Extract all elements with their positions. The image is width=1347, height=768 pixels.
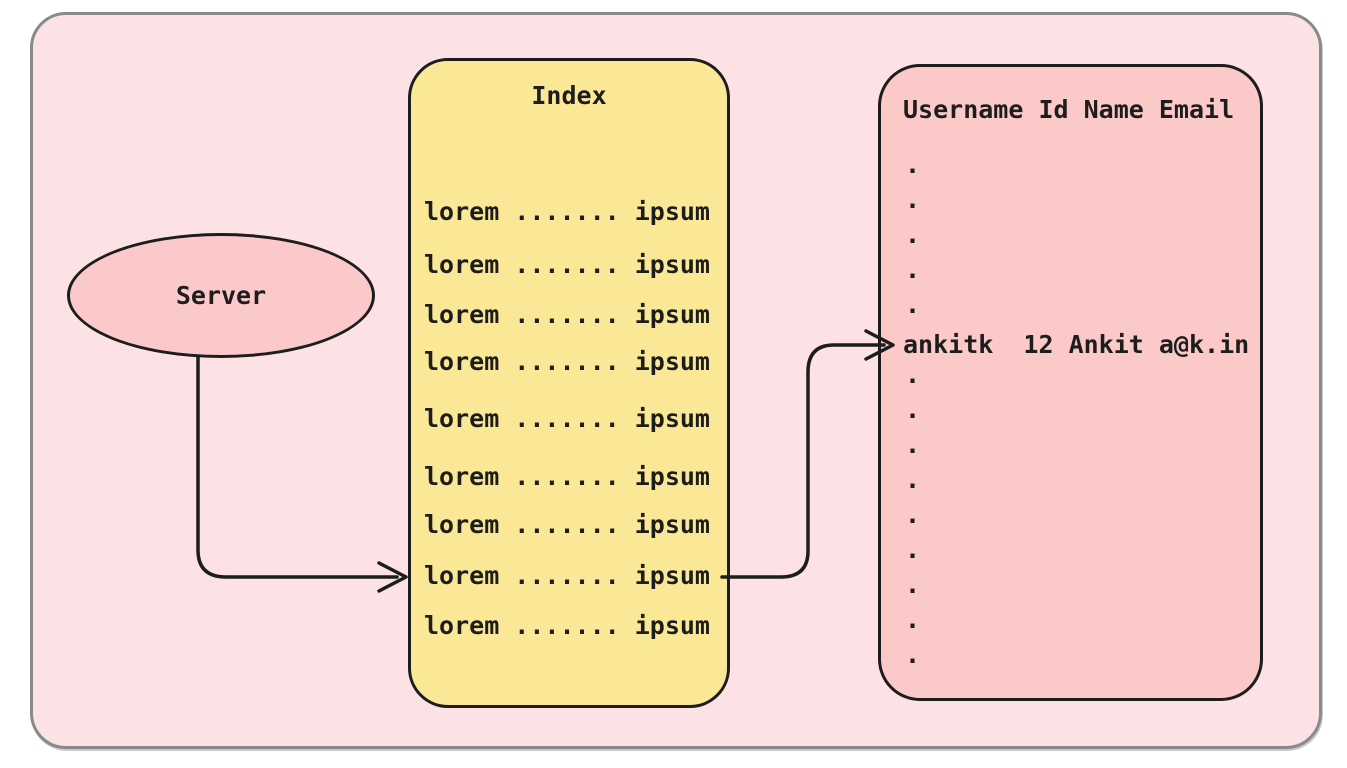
users-dot: . — [905, 150, 921, 179]
users-row-ankitk: ankitk 12 Ankit a@k.in — [903, 330, 1250, 359]
index-row: lorem ....... ipsum — [424, 510, 710, 539]
users-table-box — [878, 64, 1263, 701]
users-dots-below: . . . . . . . . . — [905, 360, 935, 675]
users-dot: . — [905, 430, 921, 459]
users-dot: . — [905, 185, 921, 214]
index-row: lorem ....... ipsum — [424, 250, 710, 279]
index-title: Index — [531, 81, 607, 110]
index-row-linked: lorem ....... ipsum — [424, 561, 710, 590]
index-row: lorem ....... ipsum — [424, 611, 710, 640]
users-dot: . — [905, 640, 921, 669]
index-row: lorem ....... ipsum — [424, 347, 710, 376]
server-node: Server — [67, 233, 375, 358]
users-dot: . — [905, 605, 921, 634]
index-row: lorem ....... ipsum — [424, 300, 710, 329]
users-dot: . — [905, 535, 921, 564]
users-dot: . — [905, 255, 921, 284]
users-dot: . — [905, 395, 921, 424]
users-table-header: Username Id Name Email — [903, 95, 1235, 124]
server-label: Server — [175, 281, 267, 310]
index-box — [408, 58, 730, 708]
users-dot: . — [905, 465, 921, 494]
index-row: lorem ....... ipsum — [424, 462, 710, 491]
users-dot: . — [905, 290, 921, 319]
index-row: lorem ....... ipsum — [424, 197, 710, 226]
users-dot: . — [905, 360, 921, 389]
users-dot: . — [905, 570, 921, 599]
users-dots-above: . . . . . — [905, 150, 935, 325]
users-dot: . — [905, 220, 921, 249]
index-row: lorem ....... ipsum — [424, 404, 710, 433]
users-dot: . — [905, 500, 921, 529]
